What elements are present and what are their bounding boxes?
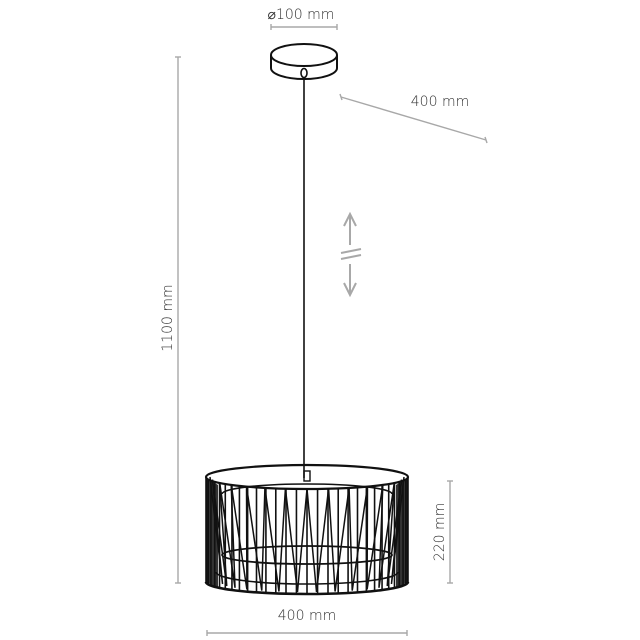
total-height-dimension: 1100 mm [160, 56, 181, 584]
shade-diagonal-wire [245, 486, 266, 591]
canopy-diameter-dimension: ⌀100 mm [268, 7, 338, 30]
cord-connector [303, 470, 311, 482]
offset-dimension: 400 mm [339, 93, 488, 144]
shade-diagonal-wire [366, 484, 384, 590]
ceiling-canopy [270, 43, 338, 80]
shade-diagonal-wire [386, 479, 403, 587]
offset-tick-start [339, 93, 343, 101]
shade-diagonal-wire [218, 482, 236, 588]
canopy-hook [300, 67, 308, 79]
offset-dimension-line [340, 96, 487, 141]
shade-diagonal-wire [390, 476, 405, 585]
shade-diagonal-wire [327, 487, 350, 592]
shade-diameter-dimension: 400 mm [206, 608, 408, 636]
shade-diagonal-wire [230, 484, 248, 590]
shade-height-dimension: 220 mm [432, 480, 453, 584]
shade-diagonal-wire [209, 476, 224, 585]
total-height-label: 1100 mm [160, 284, 176, 351]
shade-diagonal-wire [264, 487, 287, 592]
shade-diagonal-wire [378, 482, 396, 588]
shade-diagonal-wire [306, 488, 330, 593]
shade-top-ring [204, 463, 410, 491]
shade-height-label: 220 mm [432, 503, 448, 561]
canopy-diameter-label: ⌀100 mm [268, 7, 335, 23]
offset-dimension-label: 400 mm [411, 94, 469, 110]
shade-diagonal-wire [284, 488, 308, 593]
shade-diagonal-wire [348, 486, 369, 591]
lamp-shade [204, 463, 410, 596]
adjustable-length-arrows-icon [340, 211, 362, 298]
shade-diameter-label: 400 mm [278, 608, 336, 624]
offset-tick-end [484, 136, 488, 144]
canopy-top [270, 43, 338, 67]
shade-diagonal-wire [211, 479, 228, 587]
